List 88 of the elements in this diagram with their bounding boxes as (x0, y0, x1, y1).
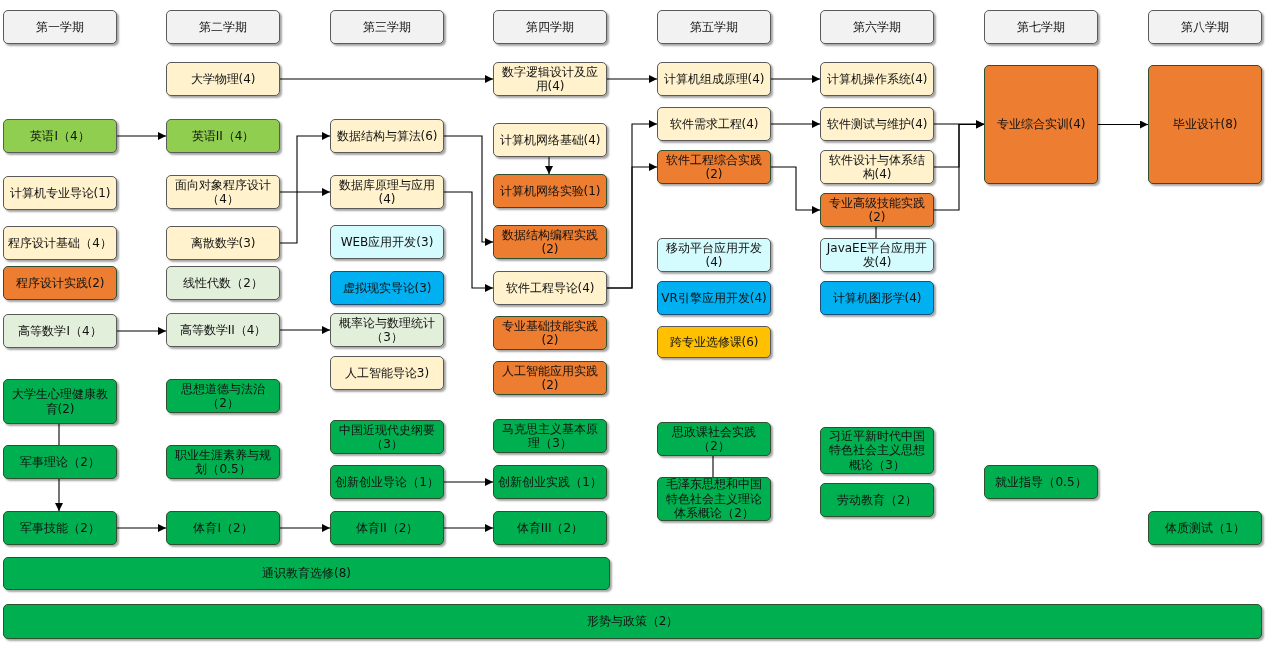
course-box: 创新创业实践（1） (493, 465, 607, 499)
course-box: 高等数学I（4） (3, 314, 117, 348)
course-box: 专业基础技能实践(2) (493, 316, 607, 350)
course-box: 习近平新时代中国特色社会主义思想概论（3） (820, 427, 934, 474)
course-box: 英语I（4） (3, 119, 117, 153)
connector-arrow (545, 156, 553, 175)
semester-header: 第八学期 (1148, 10, 1262, 44)
connector-arrow (606, 75, 658, 83)
connector-arrow (770, 166, 821, 214)
course-box: 英语II（4） (166, 119, 280, 153)
course-box: 软件需求工程(4) (657, 107, 771, 141)
course-box: 劳动教育（2） (820, 483, 934, 517)
course-box: 通识教育选修(8) (3, 557, 610, 590)
course-box: 体育II（2） (330, 511, 444, 545)
connector-arrow (279, 188, 331, 196)
connector-arrow (55, 478, 63, 512)
semester-header: 第四学期 (493, 10, 607, 44)
course-box: 专业高级技能实践(2) (820, 193, 934, 227)
course-box: 离散数学(3) (166, 226, 280, 260)
semester-header: 第五学期 (657, 10, 771, 44)
course-box: 军事技能（2） (3, 511, 117, 545)
connector-arrow (443, 524, 494, 532)
course-box: 体质测试（1） (1148, 511, 1262, 545)
course-box: 程序设计实践(2) (3, 266, 117, 300)
course-box: 软件工程综合实践(2) (657, 150, 771, 184)
course-box: 高等数学II（4） (166, 313, 280, 347)
course-box: 体育I（2） (166, 511, 280, 545)
semester-header: 第二学期 (166, 10, 280, 44)
course-box: VR引擎应用开发(4) (657, 281, 771, 315)
course-box: 虚拟现实导论(3) (330, 271, 444, 305)
course-box: 毛泽东思想和中国特色社会主义理论体系概论（2） (657, 477, 771, 521)
course-box: WEB应用开发(3) (330, 225, 444, 259)
course-box: 专业综合实训(4) (984, 65, 1098, 184)
connector-arrow (116, 327, 167, 335)
course-box: 体育III（2） (493, 511, 607, 545)
connector-arrow (116, 524, 167, 532)
course-box: 软件测试与维护(4) (820, 107, 934, 141)
connector-arrow (279, 132, 331, 244)
connector-arrow (770, 120, 821, 128)
connector-arrow (279, 326, 331, 334)
semester-header: 第六学期 (820, 10, 934, 44)
course-box: 线性代数（2） (166, 266, 280, 300)
course-box: 移动平台应用开发(4) (657, 238, 771, 272)
connector-arrow (606, 163, 658, 289)
course-box: 计算机组成原理(4) (657, 62, 771, 96)
semester-header: 第三学期 (330, 10, 444, 44)
course-box: 人工智能导论3) (330, 356, 444, 390)
course-box: 职业生涯素养与规划（0.5） (166, 445, 280, 479)
course-box: 计算机图形学(4) (820, 281, 934, 315)
course-box: 数据结构与算法(6) (330, 119, 444, 153)
course-box: 软件工程导论(4) (493, 271, 607, 305)
course-box: 概率论与数理统计（3） (330, 313, 444, 347)
course-box: 计算机专业导论(1) (3, 176, 117, 210)
semester-header: 第一学期 (3, 10, 117, 44)
course-box: 程序设计基础（4） (3, 226, 117, 260)
course-box: 思想道德与法治（2） (166, 379, 280, 413)
connector-arrow (279, 75, 494, 83)
course-box: 面向对象程序设计（4） (166, 175, 280, 209)
course-box: JavaEE平台应用开发(4) (820, 238, 934, 272)
course-box: 计算机网络实验(1) (493, 174, 607, 208)
course-box: 形势与政策（2） (3, 604, 1262, 639)
course-box: 中国近现代史纲要（3） (330, 420, 444, 454)
connector-arrow (770, 75, 821, 83)
course-box: 马克思主义基本原理（3） (493, 419, 607, 453)
connector-arrow (116, 132, 167, 140)
course-box: 就业指导（0.5） (984, 465, 1098, 499)
course-box: 军事理论（2） (3, 445, 117, 479)
course-box: 人工智能应用实践(2) (493, 361, 607, 395)
course-box: 数据结构编程实践(2) (493, 225, 607, 259)
course-box: 大学生心理健康教育(2) (3, 379, 117, 424)
connector-arrow (443, 191, 494, 292)
course-box: 数字逻辑设计及应用(4) (493, 62, 607, 96)
course-box: 软件设计与体系结构(4) (820, 150, 934, 184)
course-box: 思政课社会实践（2） (657, 422, 771, 456)
course-box: 计算机操作系统(4) (820, 62, 934, 96)
connector-arrow (279, 524, 331, 532)
course-box: 毕业设计(8) (1148, 65, 1262, 184)
course-box: 跨专业选修课(6) (657, 326, 771, 358)
connector-arrow (443, 478, 494, 486)
connector-arrow (443, 135, 494, 246)
connector-arrow (933, 120, 985, 128)
course-box: 数据库原理与应用(4) (330, 175, 444, 209)
course-box: 计算机网络基础(4) (493, 123, 607, 157)
connector-arrow (1097, 120, 1149, 129)
connector-arrow (933, 120, 985, 211)
course-box: 创新创业导论（1） (330, 465, 444, 499)
course-box: 大学物理(4) (166, 62, 280, 96)
semester-header: 第七学期 (984, 10, 1098, 44)
